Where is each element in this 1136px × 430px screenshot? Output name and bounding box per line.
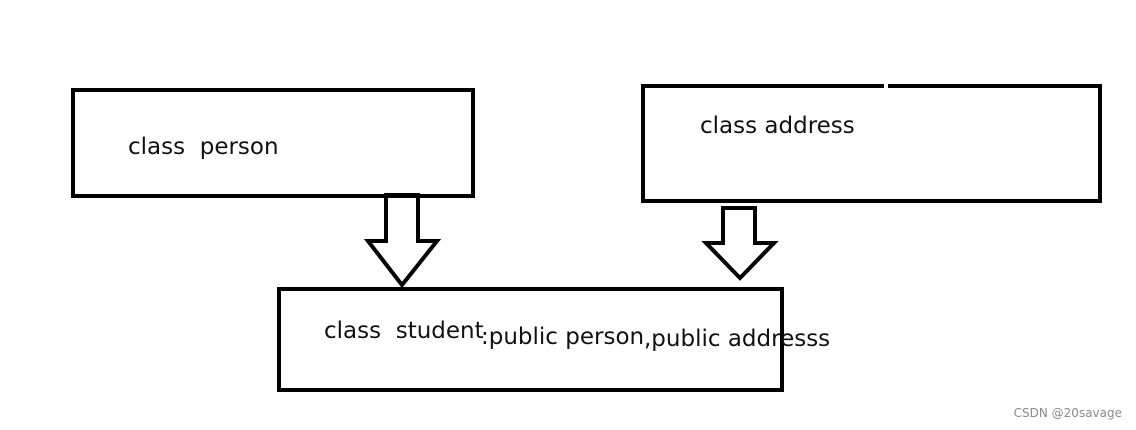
- person-to-student-arrow: [363, 193, 442, 289]
- person-class-box: [71, 88, 475, 198]
- address-class-box: [641, 84, 1102, 203]
- student-public-person-label: :public person: [481, 324, 645, 350]
- address-to-student-arrow: [701, 206, 779, 281]
- address-box-border-gap: [884, 82, 888, 90]
- address-class-label: class address: [700, 113, 855, 139]
- person-class-label: class person: [128, 134, 279, 160]
- csdn-watermark: CSDN @20savage: [1013, 406, 1122, 420]
- student-class-label: class student: [324, 318, 484, 344]
- student-class-box: [277, 287, 784, 392]
- student-public-address-label: ,public addresss: [644, 326, 831, 352]
